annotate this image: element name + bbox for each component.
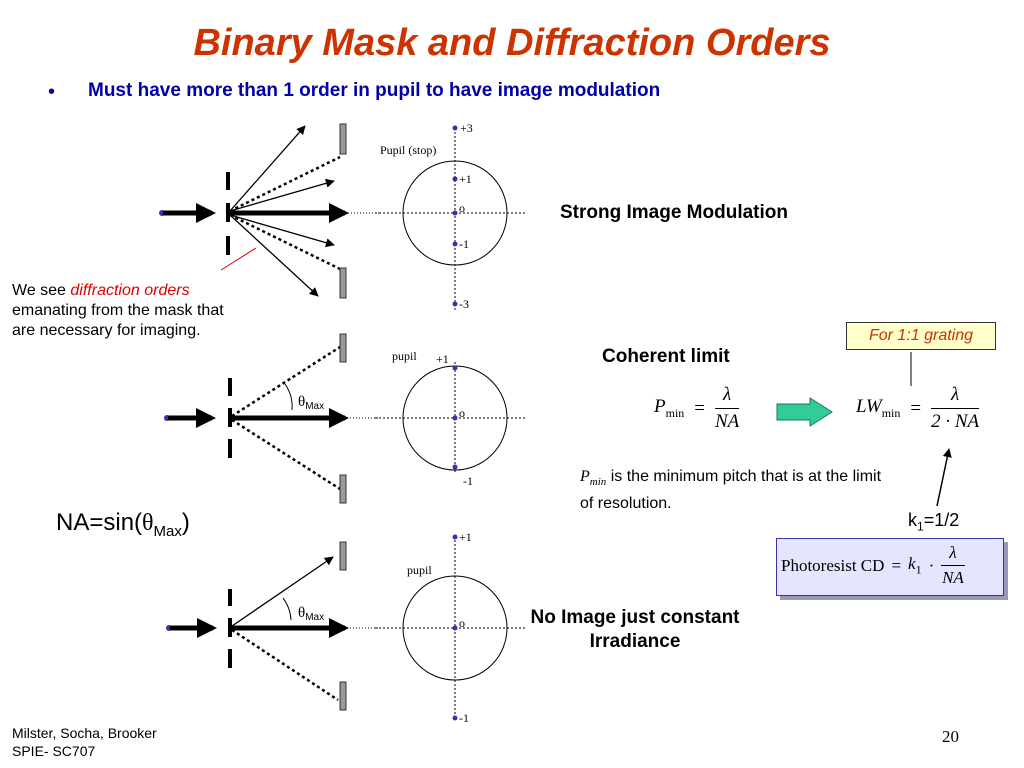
middle-diffraction-rays (231, 345, 349, 491)
pmin-description: Pmin is the minimum pitch that is at the… (580, 468, 882, 513)
top-incident-arrow (159, 203, 216, 223)
top-panel: Pupil (stop) +3 +1 o -1 -3 (159, 121, 526, 311)
grating-note-box: For 1:1 grating (846, 322, 996, 350)
bottom-incident-arrow (166, 618, 217, 638)
bottom-panel: pupil +1 o -1 θMax (166, 530, 526, 725)
top-pupil-label: Pupil (stop) (380, 143, 436, 157)
middle-pupil-label: pupil (392, 349, 417, 363)
bottom-diffraction-rays (231, 556, 349, 702)
bottom-theta-arc (282, 597, 292, 621)
middle-order-minus1: -1 (463, 474, 473, 488)
strong-modulation-label: Strong Image Modulation (560, 202, 788, 223)
top-diffraction-rays (229, 125, 349, 297)
bottom-order-plus1: +1 (459, 530, 472, 544)
page-number: 20 (942, 727, 959, 746)
middle-theta-label: θMax (298, 394, 324, 412)
bullet-marker: • (48, 81, 56, 103)
top-order-plus1: +1 (459, 172, 472, 186)
bullet-text: Must have more than 1 order in pupil to … (88, 80, 661, 101)
bottom-theta-label: θMax (298, 605, 324, 623)
k1-value: k1=1/2 (908, 510, 960, 534)
diffraction-note: We see diffraction orders emanating from… (12, 282, 224, 339)
top-order-minus3: -3 (459, 297, 469, 311)
note-pointer-line (220, 247, 257, 271)
k1-pointer-arrow (936, 448, 952, 507)
bottom-pupil-label: pupil (407, 563, 432, 577)
middle-panel: pupil +1 o -1 θMax (164, 333, 526, 504)
middle-order-zero: o (459, 406, 465, 420)
bottom-order-minus1: -1 (459, 711, 469, 725)
page-title: Binary Mask and Diffraction Orders (193, 22, 831, 64)
note-highlight: diffraction orders (70, 282, 190, 299)
middle-incident-arrow (164, 408, 216, 428)
no-image-label: No Image just constant Irradiance (530, 607, 740, 652)
implication-arrow (776, 397, 833, 427)
middle-order-plus1: +1 (436, 352, 449, 366)
top-pupil (375, 125, 526, 310)
bottom-lens-stops (339, 541, 347, 711)
middle-lens-stops (339, 333, 347, 504)
top-lens-stops (339, 123, 347, 299)
middle-theta-arc (284, 383, 293, 411)
na-equation: NA=sin(θMax) (56, 509, 190, 540)
bottom-order-zero: o (459, 616, 465, 630)
cd-equation-box (776, 538, 1004, 596)
top-order-plus3: +3 (460, 121, 473, 135)
coherent-limit-label: Coherent limit (602, 346, 730, 367)
top-order-zero: o (459, 201, 465, 215)
bottom-pupil (375, 534, 526, 721)
middle-pupil (375, 362, 526, 472)
top-order-minus1: -1 (459, 237, 469, 251)
